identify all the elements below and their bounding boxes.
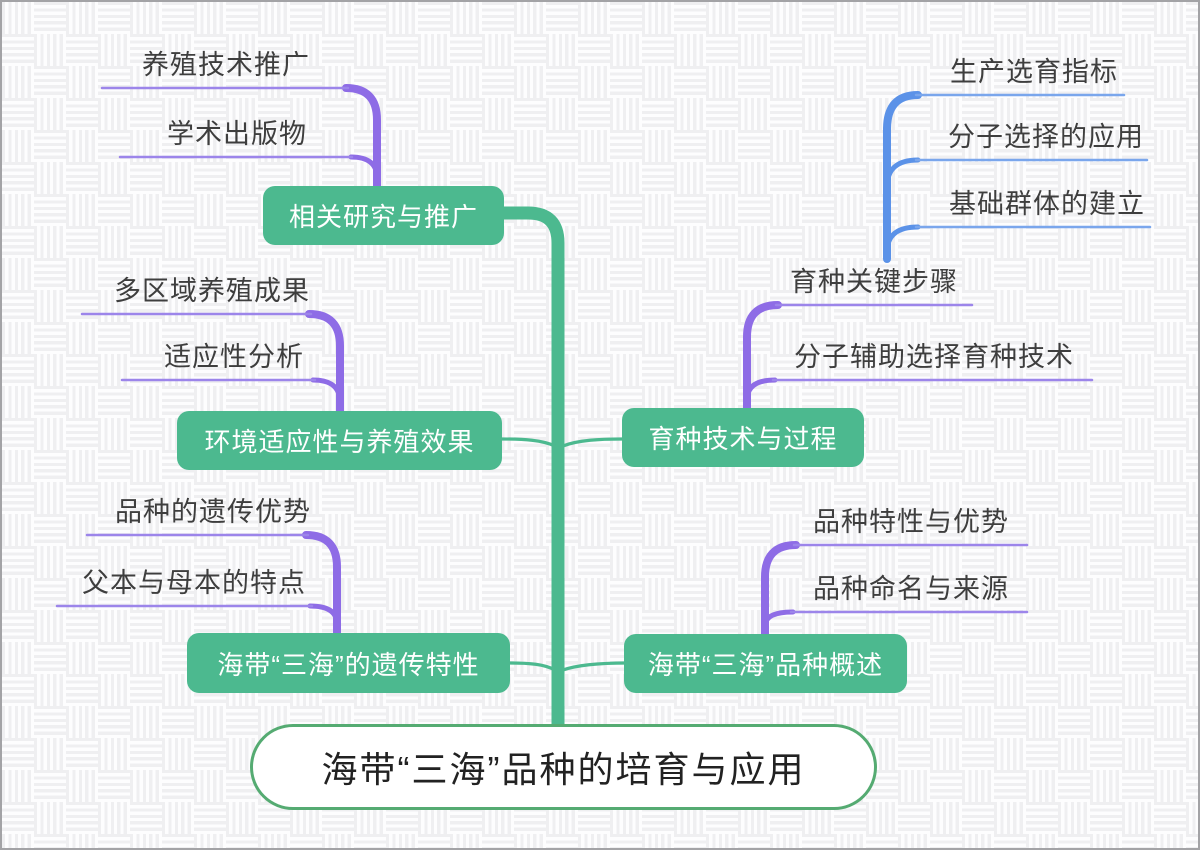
topic-environment[interactable]: 环境适应性与养殖效果: [177, 411, 502, 470]
leaf-molecular-selection-app[interactable]: 分子选择的应用: [948, 122, 1144, 152]
topic-overview[interactable]: 海带“三海”品种概述: [624, 634, 907, 693]
branch-genetics-spine: [302, 531, 341, 639]
branch-overview-spine: [761, 541, 800, 640]
branch-environment-child2: [310, 377, 343, 405]
branch-research-spine: [342, 84, 381, 192]
root-topic[interactable]: 海带“三海”品种的培育与应用: [250, 724, 877, 810]
leaf-multiregion-results[interactable]: 多区域养殖成果: [114, 276, 310, 306]
branch-steps-spine: [883, 91, 922, 263]
topic-genetics[interactable]: 海带“三海”的遗传特性: [187, 633, 510, 693]
leaf-variety-naming[interactable]: 品种命名与来源: [813, 574, 1009, 604]
connector-genetics: [508, 661, 557, 672]
branch-environment-spine: [305, 310, 344, 417]
connector-overview: [561, 661, 629, 672]
leaf-academic-publications[interactable]: 学术出版物: [167, 119, 307, 149]
leaf-parent-traits[interactable]: 父本与母本的特点: [82, 568, 306, 598]
branch-breeding-spine: [743, 301, 782, 414]
topic-breeding[interactable]: 育种技术与过程: [622, 408, 864, 467]
branch-breeding-child2: [744, 377, 778, 403]
leaf-adaptability-analysis[interactable]: 适应性分析: [164, 342, 304, 372]
leaf-molecular-assisted-breeding[interactable]: 分子辅助选择育种技术: [794, 342, 1074, 372]
topic-research[interactable]: 相关研究与推广: [263, 186, 504, 245]
branch-genetics-child2: [307, 603, 340, 627]
connector-environment: [500, 437, 557, 448]
leaf-genetic-advantage[interactable]: 品种的遗传优势: [115, 497, 311, 527]
branch-overview-child2: [762, 609, 796, 629]
leaf-production-index[interactable]: 生产选育指标: [950, 57, 1118, 87]
branch-steps-child3: [884, 224, 921, 255]
leaf-key-breeding-steps[interactable]: 育种关键步骤: [790, 267, 958, 297]
leaf-aquaculture-promotion[interactable]: 养殖技术推广: [142, 50, 310, 80]
leaf-base-population[interactable]: 基础群体的建立: [949, 189, 1145, 219]
connector-breeding: [561, 437, 624, 448]
trunk-line: [497, 206, 565, 733]
leaf-variety-traits[interactable]: 品种特性与优势: [813, 507, 1009, 537]
